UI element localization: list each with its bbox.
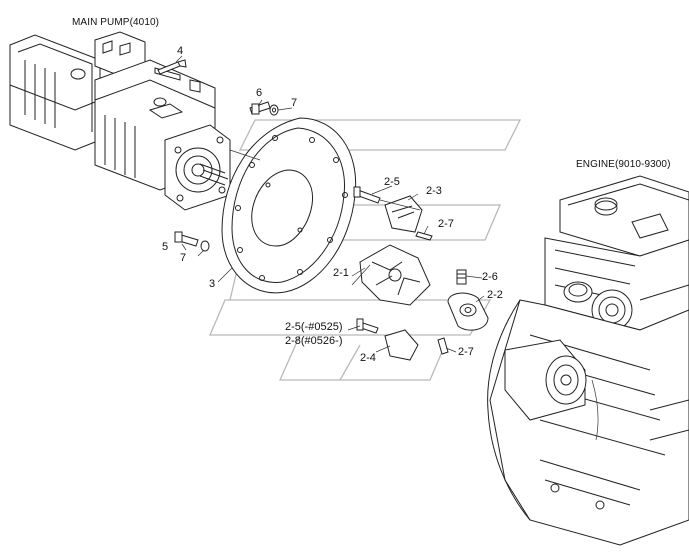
callout-2-5: 2-5	[384, 176, 400, 188]
callout-7: 7	[291, 97, 298, 109]
callout-2-2: 2-2	[487, 289, 503, 301]
callout-2-3: 2-3	[426, 185, 442, 197]
leader-lines	[175, 55, 485, 353]
bolt-5-washer-7	[174, 231, 210, 252]
callout-7-lower: 7	[180, 252, 187, 264]
coupling-parts	[229, 149, 489, 361]
main-pump-title: MAIN PUMP(4010)	[72, 17, 160, 28]
callout-2-7-lower: 2-7	[458, 346, 474, 358]
callout-5: 5	[162, 241, 169, 253]
flywheel-housing-3	[221, 117, 357, 294]
callout-2-8-serial: 2-8(#0526-)	[285, 335, 343, 347]
callout-6: 6	[256, 87, 263, 99]
callout-3: 3	[209, 278, 216, 290]
callout-4: 4	[177, 45, 184, 57]
bolt-6-washer-7	[249, 101, 279, 116]
callout-2-7: 2-7	[438, 218, 454, 230]
callout-2-4: 2-4	[360, 352, 376, 364]
callout-2-1: 2-1	[333, 267, 349, 279]
callout-2-5-serial: 2-5(-#0525)	[285, 321, 343, 333]
bolt-4	[157, 59, 187, 75]
engine-drawing	[487, 175, 689, 546]
callout-2-6: 2-6	[482, 271, 498, 283]
main-pump-drawing	[9, 31, 231, 211]
engine-title: ENGINE(9010-9300)	[576, 159, 671, 170]
